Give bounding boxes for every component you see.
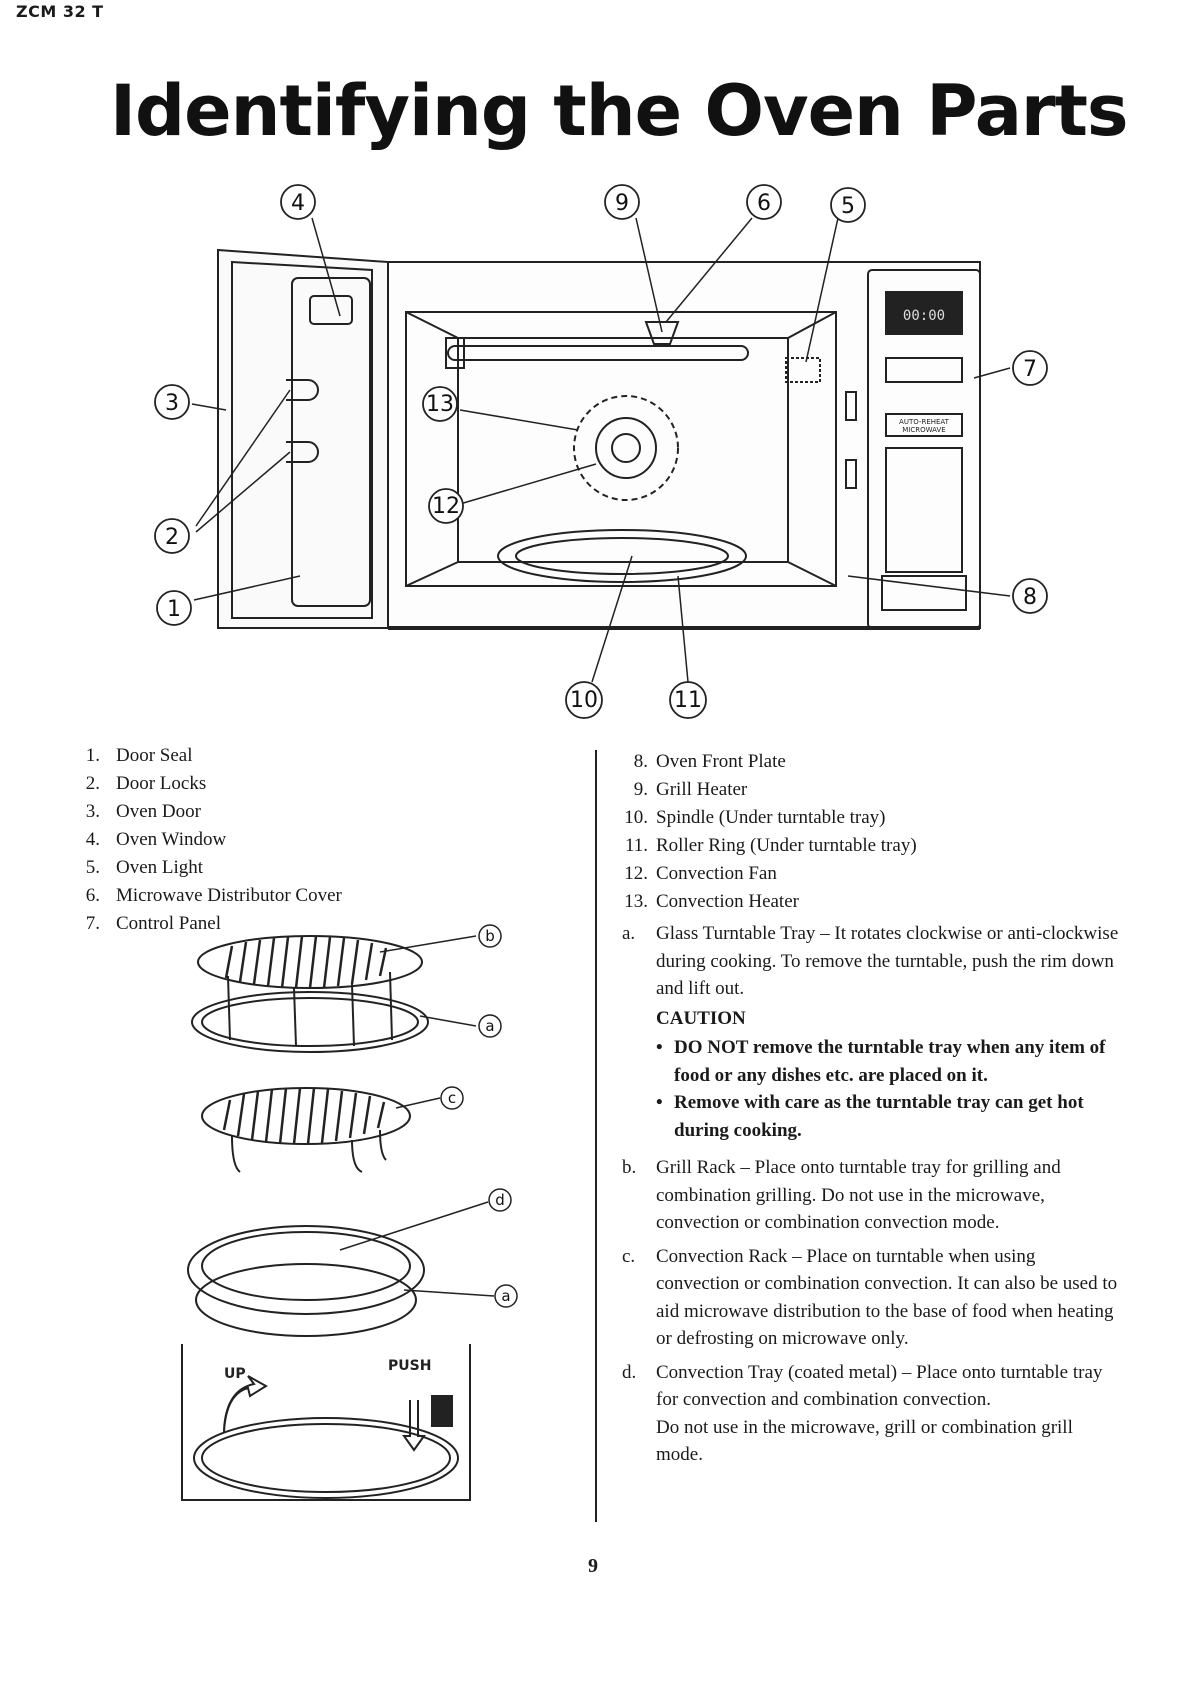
grill-heater: [447, 345, 749, 361]
push-label: PUSH: [388, 1358, 431, 1374]
callout-12-circle: [428, 488, 464, 524]
caution-item: •DO NOT remove the turntable tray when a…: [656, 1037, 1106, 1086]
callout-c-circle: [440, 1086, 464, 1110]
list-item: 13.Convection Heater: [624, 891, 799, 912]
callout-11-circle: [669, 681, 707, 719]
list-item: 8.Oven Front Plate: [633, 751, 786, 772]
callout-a2-circle: [494, 1284, 518, 1308]
list-item: 7.Control Panel: [85, 913, 222, 934]
note-b: b. Grill Rack – Place onto turntable tra…: [622, 1154, 1122, 1237]
accessories-diagram: b a c d a UP PUSH: [181, 924, 518, 1501]
up-arrow-icon: [223, 1375, 268, 1433]
callout-b: b: [485, 927, 495, 945]
convection-rack: [201, 1087, 411, 1145]
callout-10: 10: [570, 688, 598, 713]
display-readout: 00:00: [903, 308, 945, 324]
note-d-text: Convection Tray (coated metal) – Place o…: [656, 1361, 1103, 1411]
callout-10-circle: [565, 681, 603, 719]
callout-1: 1: [167, 597, 181, 622]
accessory-notes: a. Glass Turntable Tray – It rotates clo…: [622, 920, 1122, 1475]
note-d-extra: Do not use in the microwave, grill or co…: [656, 1416, 1073, 1466]
callout-8: 8: [1023, 585, 1037, 610]
callout-d-circle: [488, 1188, 512, 1212]
parts-list-right: 8.Oven Front Plate 9.Grill Heater 10.Spi…: [612, 748, 917, 916]
note-c: c. Convection Rack – Place on turntable …: [622, 1243, 1122, 1353]
list-item: 3.Oven Door: [85, 801, 201, 822]
list-item: 12.Convection Fan: [624, 863, 777, 884]
column-divider: [595, 750, 597, 1522]
door-lock-upper: [286, 379, 319, 401]
distributor-cover: [644, 321, 680, 345]
list-item: 5.Oven Light: [85, 857, 204, 878]
callout-5: 5: [841, 194, 855, 219]
callout-6: 6: [757, 191, 771, 216]
oven-light: [785, 357, 821, 383]
callout-1-circle: [156, 590, 192, 626]
callout-a-circle: [478, 1014, 502, 1038]
note-d: d. Convection Tray (coated metal) – Plac…: [622, 1359, 1122, 1469]
callout-11: 11: [674, 688, 702, 713]
caution-list: •DO NOT remove the turntable tray when a…: [656, 1034, 1122, 1144]
list-item: 9.Grill Heater: [633, 779, 748, 800]
callout-a: a: [485, 1017, 494, 1035]
note-b-text: Grill Rack – Place onto turntable tray f…: [656, 1157, 1061, 1233]
install-box: [181, 1344, 471, 1501]
model-header: ZCM 32 T: [16, 2, 104, 21]
display-panel: [885, 291, 963, 335]
callout-6-circle: [746, 184, 782, 220]
callout-2: 2: [165, 525, 179, 550]
callout-3-circle: [154, 384, 190, 420]
page-title: Identifying the Oven Parts: [110, 70, 1129, 152]
callout-7: 7: [1023, 357, 1037, 382]
page-number: 9: [588, 1555, 598, 1577]
parts-list-left: 1.Door Seal 2.Door Locks 3.Oven Door 4.O…: [66, 742, 342, 938]
callout-9: 9: [615, 191, 629, 216]
caution-heading: CAUTION: [656, 1007, 746, 1029]
list-item: 10.Spindle (Under turntable tray): [624, 807, 886, 828]
callout-d: d: [495, 1191, 505, 1209]
callout-3: 3: [165, 391, 179, 416]
callout-7-circle: [1012, 350, 1048, 386]
callout-b-circle: [478, 924, 502, 948]
note-a: a. Glass Turntable Tray – It rotates clo…: [622, 920, 1122, 1148]
callout-8-circle: [1012, 578, 1048, 614]
callout-a2: a: [501, 1287, 510, 1305]
callout-12: 12: [432, 494, 460, 519]
convection-heater: [573, 395, 679, 501]
callout-4: 4: [291, 191, 305, 216]
callout-4-circle: [280, 184, 316, 220]
panel-label-auto: AUTO-REHEAT: [899, 418, 950, 426]
list-item: 1.Door Seal: [85, 745, 193, 766]
callout-5-circle: [830, 187, 866, 223]
caution-item: •Remove with care as the turntable tray …: [656, 1092, 1084, 1141]
push-arrow-icon: [402, 1400, 426, 1452]
list-item: 6.Microwave Distributor Cover: [85, 885, 342, 906]
hand-icon: [431, 1395, 453, 1427]
note-c-text: Convection Rack – Place on turntable whe…: [656, 1245, 1118, 1350]
turntable-tray: [497, 529, 747, 583]
note-a-text: Glass Turntable Tray – It rotates clockw…: [656, 923, 1119, 999]
callout-c: c: [448, 1089, 456, 1107]
door-lock-lower: [286, 441, 319, 463]
oven-diagram: 00:00 AUTO-REHEAT MICROWAVE 4 9 6: [154, 184, 1048, 719]
callout-9-circle: [604, 184, 640, 220]
convection-tray: [187, 1225, 425, 1315]
convection-fan: [595, 417, 657, 479]
up-label: UP: [224, 1366, 246, 1382]
control-panel: [867, 269, 981, 629]
callout-13: 13: [426, 392, 454, 417]
list-item: 4.Oven Window: [85, 829, 227, 850]
callout-2-circle: [154, 518, 190, 554]
oven-cabinet: [387, 261, 981, 629]
list-item: 11.Roller Ring (Under turntable tray): [624, 835, 917, 856]
panel-label-microwave: MICROWAVE: [902, 426, 945, 434]
callout-13-circle: [422, 386, 458, 422]
turntable-ring: [193, 1417, 459, 1499]
list-item: 2.Door Locks: [85, 773, 207, 794]
